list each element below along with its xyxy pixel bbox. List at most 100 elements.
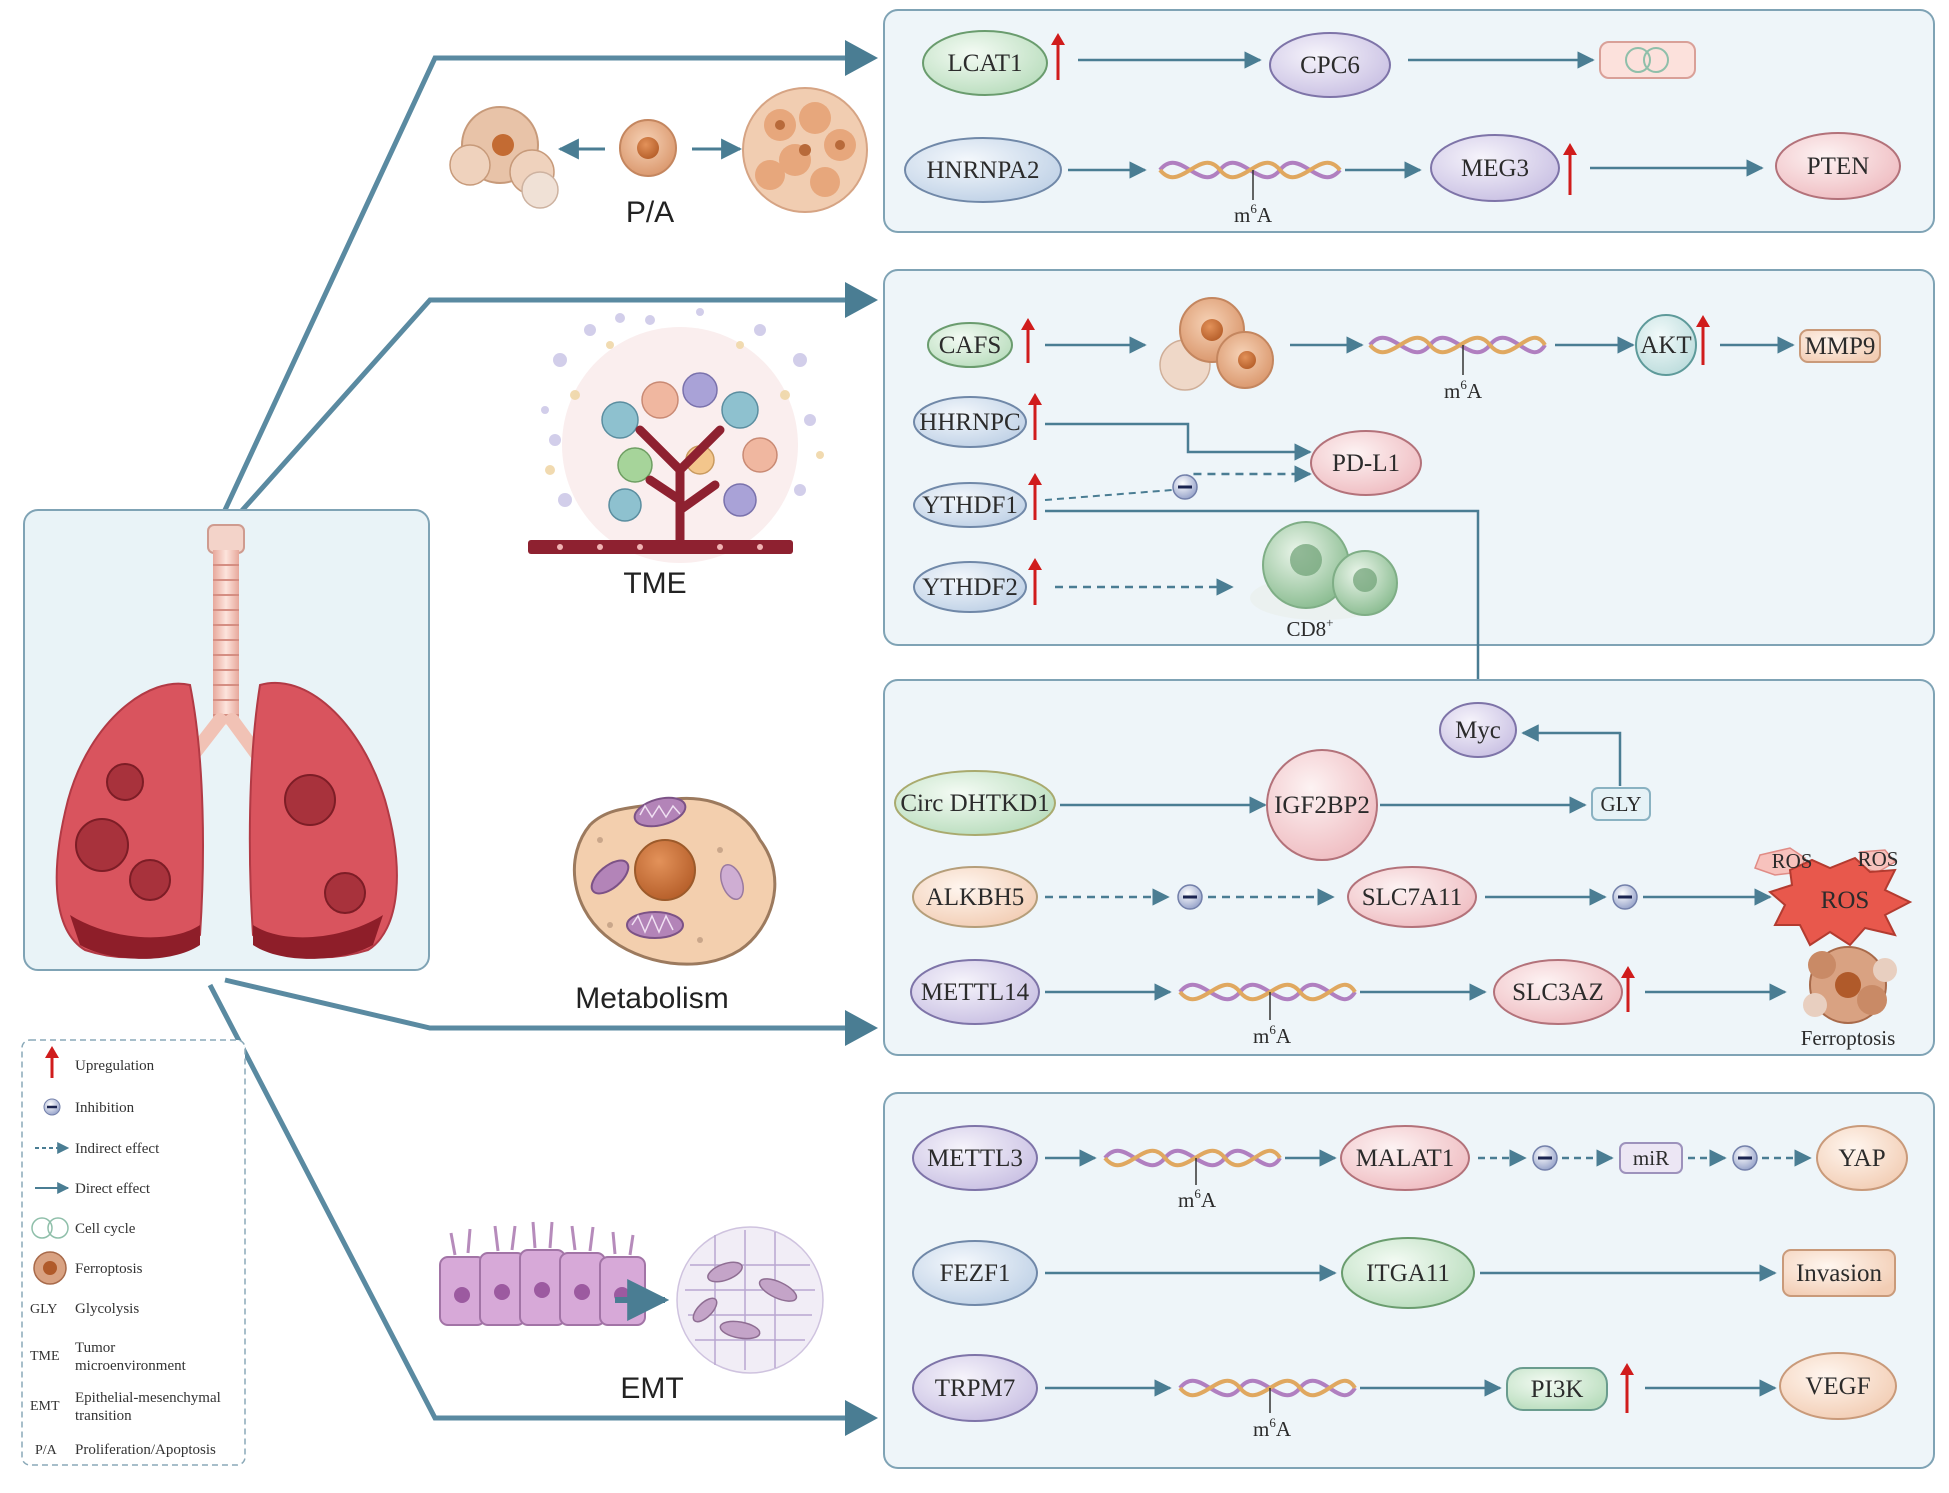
node-akt: AKT [1635,314,1697,376]
inhibition-icon-3 [1612,884,1638,910]
rna-helix-icon-4 [1103,1148,1282,1185]
node-vegf: VEGF [1779,1352,1897,1420]
svg-text:LCAT1: LCAT1 [948,50,1023,77]
node-mmp9: MMP9 [1799,329,1881,363]
rna-helix-icon-3 [1178,982,1357,1020]
category-pa-label: P/A [626,196,674,229]
cell-cycle-icon [1599,41,1696,79]
m6a-label-5: m6A [1253,1415,1292,1441]
svg-text:SLC7A11: SLC7A11 [1362,884,1462,911]
svg-text:ITGA11: ITGA11 [1366,1260,1450,1287]
arrow-hhrnpc-pdl1 [1045,422,1312,461]
node-invasion: Invasion [1782,1249,1896,1297]
inhibition-icon-4 [1532,1145,1558,1171]
node-mettl14: METTL14 [910,959,1040,1025]
connector-metabolism [224,977,845,1031]
connector-metabolism-arrowhead [845,1010,878,1046]
cd8-cells-icon [1250,521,1398,620]
node-cafs: CAFS [927,322,1013,368]
svg-text:HHRNPC: HHRNPC [919,409,1020,436]
mitochondrion-4 [720,863,744,901]
ros-small-1: ROS [1772,849,1813,873]
node-ros: ROS [1821,887,1870,914]
svg-text:MEG3: MEG3 [1461,155,1529,182]
svg-text:ALKBH5: ALKBH5 [926,884,1025,911]
ferroptosis-label: Ferroptosis [1801,1026,1896,1050]
legend-gly-abbr: GLY [30,1302,57,1317]
node-pdl1: PD-L1 [1310,430,1422,496]
upregulation-arrow-lcat1 [1051,33,1065,80]
panel-pa: LCAT1 CPC6 HNRNPA2 m6A [883,9,1935,233]
legend-tme-abbr: TME [30,1349,60,1364]
legend-cell-cycle: Cell cycle [75,1221,136,1237]
tumor-5 [324,872,366,914]
connector-pa [222,55,845,512]
node-hhrnpc: HHRNPC [913,396,1027,448]
proliferating-cell-cluster [742,87,868,213]
connector-emt-arrowhead [845,1400,878,1436]
mitochondrion-2 [590,859,630,895]
node-hnrnpa2: HNRNPA2 [904,137,1062,203]
svg-text:YTHDF1: YTHDF1 [922,492,1018,519]
upregulation-arrow-cafs [1021,318,1035,363]
m6a-label-1: m6A [1234,201,1273,227]
upregulation-arrow-meg3 [1563,143,1577,195]
svg-text:PTEN: PTEN [1807,153,1870,180]
node-mir: miR [1619,1142,1683,1174]
svg-text:IGF2BP2: IGF2BP2 [1274,792,1370,819]
svg-text:METTL3: METTL3 [927,1145,1023,1172]
category-tme-label: TME [623,567,686,600]
inhibition-icon-1 [1172,474,1198,500]
node-ythdf1: YTHDF1 [913,482,1027,528]
svg-text:GLY: GLY [1600,792,1641,816]
category-metabolism-label: Metabolism [575,982,728,1015]
svg-text:Myc: Myc [1455,717,1501,744]
svg-text:YAP: YAP [1838,1145,1885,1172]
lung-illustration [55,524,398,959]
upregulation-arrow-ythdf2 [1028,558,1042,605]
upregulation-arrow-akt [1696,315,1710,365]
ros-small-2: ROS [1858,847,1899,871]
svg-text:FEZF1: FEZF1 [940,1260,1011,1287]
node-itga11: ITGA11 [1341,1237,1475,1309]
svg-text:CAFS: CAFS [939,332,1002,359]
caf-cells-icon [1159,297,1274,391]
ros-icon: ROS ROS ROS [1754,847,1913,947]
svg-text:MMP9: MMP9 [1805,333,1876,360]
svg-text:SLC3AZ: SLC3AZ [1512,979,1604,1006]
lung-panel [23,509,430,971]
node-pten: PTEN [1775,132,1901,200]
legend-indirect: Indirect effect [75,1141,160,1157]
node-trpm7: TRPM7 [912,1354,1038,1422]
tme-illustration: TME [528,308,824,600]
node-slc7a11: SLC7A11 [1347,866,1477,928]
panel-metabolism: Myc Circ DHTKD1 IGF2BP2 GLY ALKBH5 [883,679,1935,1056]
legend-inhibition: Inhibition [75,1100,135,1116]
svg-text:miR: miR [1633,1146,1669,1170]
legend-upregulation: Upregulation [75,1058,155,1074]
blood-vessel-tree [635,425,725,553]
pa-illustration: P/A [449,87,868,229]
node-cd8: CD8+ [1286,615,1333,641]
blood-vessel [528,540,793,554]
m6a-label-4: m6A [1178,1186,1217,1212]
arrow-gly-myc [1521,724,1622,786]
epithelial-cells [439,1221,646,1326]
node-fezf1: FEZF1 [912,1240,1038,1306]
tumor-cells [601,372,778,522]
svg-text:YTHDF2: YTHDF2 [922,574,1018,601]
upregulation-arrow-pi3k [1620,1363,1634,1413]
svg-text:MALAT1: MALAT1 [1356,1145,1455,1172]
arrow-ythdf1-myc [1045,509,1487,702]
node-circ-dhtkd1: Circ DHTKD1 [894,770,1056,836]
mitochondrion-1 [633,796,687,828]
single-cell [619,119,677,177]
legend-emt-2: transition [75,1408,132,1424]
legend-emt-abbr: EMT [30,1399,60,1414]
connector-pa-arrowhead [845,40,878,76]
svg-text:METTL14: METTL14 [921,979,1030,1006]
upregulation-arrow-hhrnpc [1028,393,1042,440]
m6a-label-2: m6A [1444,377,1483,403]
nucleus [634,839,696,901]
svg-text:TRPM7: TRPM7 [935,1375,1016,1402]
